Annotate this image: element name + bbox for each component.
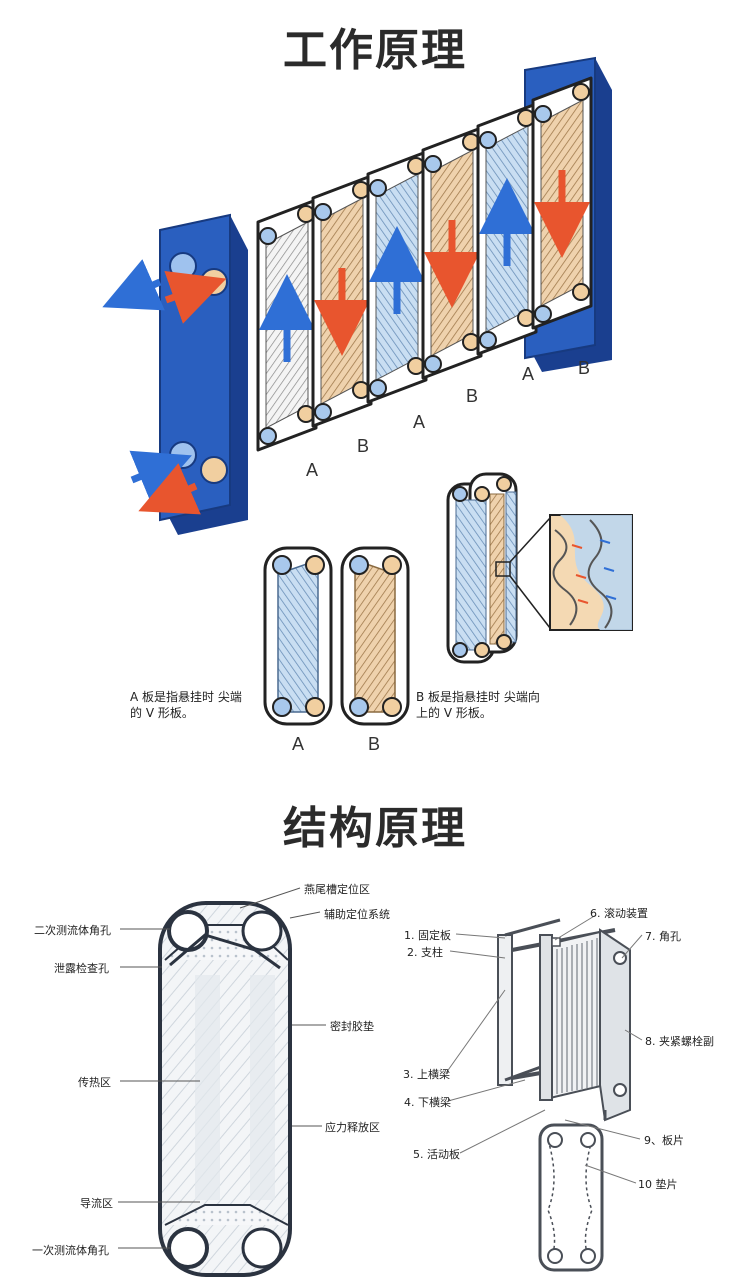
label-guide-zone: 导流区 <box>80 1197 113 1210</box>
label-bolts: 8. 夹紧螺栓副 <box>645 1035 714 1048</box>
fixed-frame-plate-left <box>159 213 248 535</box>
caption-b-line1: B 板是指悬挂时 尖端向 <box>416 690 540 704</box>
label-movable-plate: 5. 活动板 <box>413 1148 460 1161</box>
assembled-plate-pack <box>446 472 551 664</box>
label-upper-beam: 3. 上横梁 <box>403 1068 450 1081</box>
label-plates: 9、板片 <box>644 1134 684 1147</box>
label-column: 2. 支柱 <box>407 946 443 959</box>
assembly-leader-lines <box>445 914 643 1184</box>
label-heat-zone: 传热区 <box>78 1076 111 1089</box>
stack-plate-1 <box>256 198 318 452</box>
exploded-plate-stack <box>256 76 593 452</box>
label-port: 7. 角孔 <box>645 930 681 943</box>
label-fixed-plate: 1. 固定板 <box>404 929 451 942</box>
zoom-detail-corrugation <box>549 514 633 631</box>
plate-heat-exchanger-exploded-diagram: A B A B A B A B <box>102 56 633 754</box>
label-tail-slot: 燕尾槽定位区 <box>304 883 370 896</box>
gasket-plate-drawing <box>158 901 292 1277</box>
label-stress-release: 应力释放区 <box>325 1121 380 1134</box>
single-label-b: B <box>368 734 380 754</box>
single-plate-a <box>263 546 333 726</box>
single-plate-b <box>340 546 410 726</box>
plate-letter-4: B <box>466 386 478 406</box>
caption-a-line2: 的 V 形板。 <box>130 706 194 720</box>
caption-b: B 板是指悬挂时 尖端向 上的 V 形板。 <box>416 689 540 721</box>
plate-letter-5: A <box>522 364 534 384</box>
plate-letter-6: B <box>578 358 590 378</box>
caption-a-line1: A 板是指悬挂时 尖端 <box>130 690 242 704</box>
stack-plate-6 <box>531 76 593 330</box>
flow-arrows-left <box>102 259 227 515</box>
plate-letter-1: A <box>306 460 318 480</box>
single-label-a: A <box>292 734 304 754</box>
stack-plate-4 <box>421 126 483 380</box>
label-secondary-port: 二次测流体角孔 <box>34 924 111 937</box>
frame-assembly-drawing <box>497 918 631 1272</box>
label-aux-position: 辅助定位系统 <box>324 908 390 921</box>
stack-plate-5 <box>476 102 538 356</box>
label-gasket-part: 10 垫片 <box>638 1178 678 1191</box>
label-primary-port: 一次测流体角孔 <box>32 1244 109 1257</box>
caption-a: A 板是指悬挂时 尖端 的 V 形板。 <box>130 689 242 721</box>
label-lower-beam: 4. 下横梁 <box>404 1096 451 1109</box>
label-leak-check: 泄露检查孔 <box>54 962 109 975</box>
section-title-working-principle: 工作原理 <box>283 25 467 76</box>
caption-b-line2: 上的 V 形板。 <box>416 706 492 720</box>
stack-plate-2 <box>311 174 373 428</box>
plate-letter-3: A <box>413 412 425 432</box>
stack-plate-3 <box>366 150 428 404</box>
label-gasket: 密封胶垫 <box>330 1020 374 1033</box>
label-roller: 6. 滚动装置 <box>590 907 648 920</box>
plate-letter-2: B <box>357 436 369 456</box>
section-title-structure-principle: 结构原理 <box>283 803 467 854</box>
gasket-plate-leader-lines <box>118 887 326 1249</box>
